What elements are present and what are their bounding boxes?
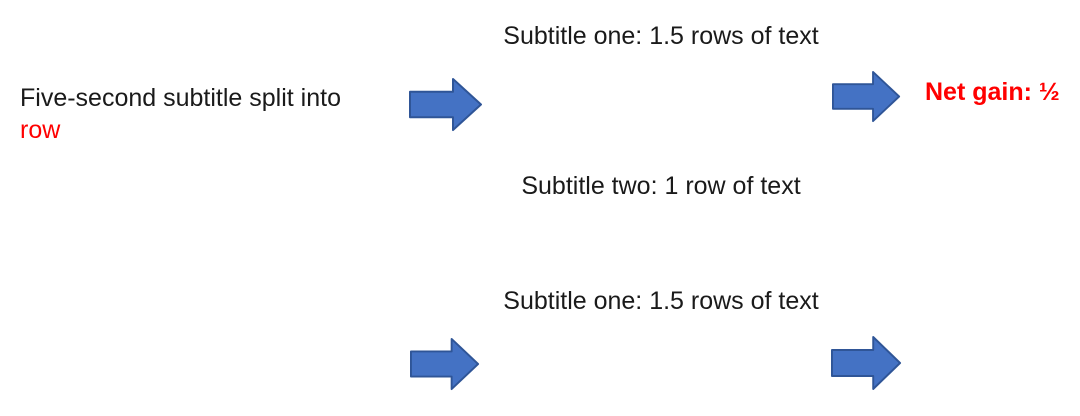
net-gain-label: Net gain: ½: [925, 78, 1060, 106]
source-label: Five-second subtitle split into row: [20, 82, 440, 146]
right-arrow-icon: [410, 337, 480, 391]
subtitle-one-bottom-label: Subtitle one: 1.5 rows of text: [503, 287, 819, 315]
subtitle-two-label: Subtitle two: 1 row of text: [521, 172, 801, 200]
source-label-black-part: Five-second subtitle split into: [20, 84, 341, 112]
subtitle-one-top-label: Subtitle one: 1.5 rows of text: [503, 22, 819, 50]
right-arrow-icon: [831, 336, 902, 390]
right-arrow-icon: [832, 70, 901, 123]
right-arrow-icon: [409, 77, 482, 132]
source-label-red-part: row: [20, 116, 61, 144]
